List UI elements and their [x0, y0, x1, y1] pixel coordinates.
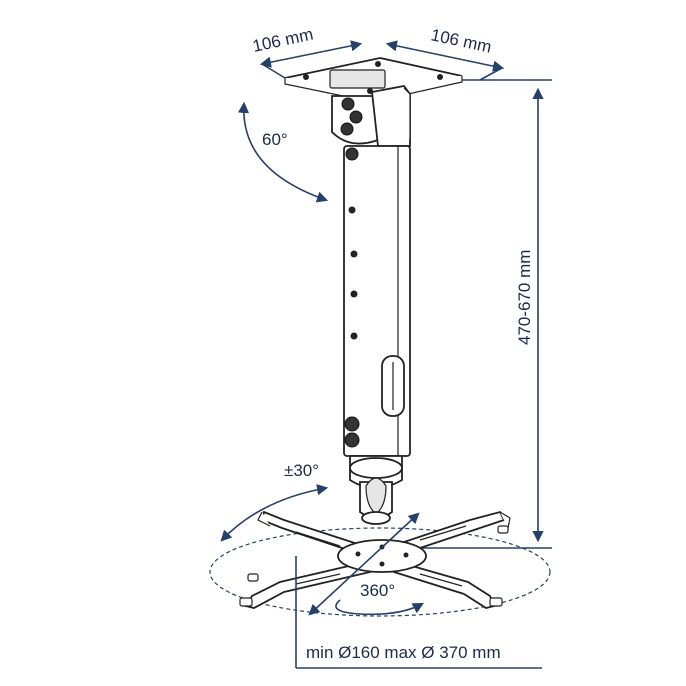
bracket-diameter-label: min Ø160 max Ø 370 mm: [306, 643, 501, 662]
rotation-label: 360°: [360, 581, 395, 600]
height-range-label: 470-670 mm: [515, 250, 534, 345]
diameter-dimension: min Ø160 max Ø 370 mm: [295, 512, 542, 669]
swivel-angle-label: ±30°: [284, 461, 319, 480]
tilt-angle-label: 60°: [262, 130, 288, 149]
telescopic-tube: [343, 145, 411, 457]
swivel-angle-indicator: ±30°: [220, 461, 329, 542]
height-dimension: 470-670 mm: [420, 79, 552, 549]
tilt-hinge: [331, 85, 411, 147]
swivel-joint: [349, 455, 403, 525]
plate-width-right-label: 106 mm: [429, 25, 493, 56]
plate-width-left-label: 106 mm: [251, 25, 315, 56]
tilt-angle-indicator: 60°: [237, 101, 329, 203]
rotation-indicator: 360°: [335, 581, 424, 616]
